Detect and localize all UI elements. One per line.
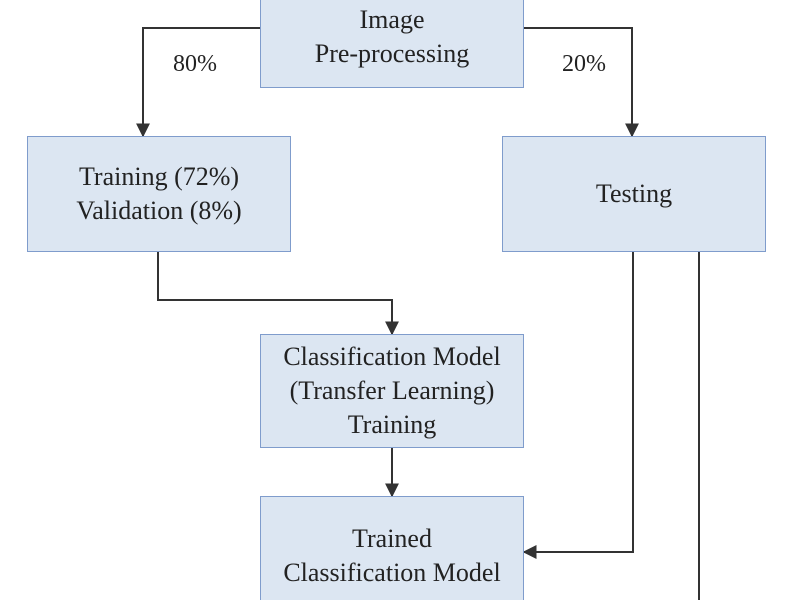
- trained-model-line-1: Trained: [352, 524, 432, 553]
- arrow-preprocessing-to-testing: [524, 27, 639, 138]
- testing-line-1: Testing: [595, 179, 673, 208]
- preprocessing-box: Image Pre-processing: [260, 0, 524, 88]
- preprocessing-line-1: Image: [359, 5, 425, 34]
- classification-training-line-3: Training: [347, 410, 437, 439]
- classification-training-line-1: Classification Model: [283, 342, 501, 371]
- arrow-preprocessing-to-training: [136, 27, 260, 138]
- train-validation-box: Training (72%) Validation (8%): [27, 136, 291, 252]
- train-split-label: 80%: [173, 51, 217, 77]
- trained-model-box: Trained Classification Model: [260, 496, 524, 600]
- train-validation-line-1: Training (72%): [78, 162, 240, 191]
- test-split-label: 20%: [562, 51, 606, 77]
- arrow-testing-to-trained-model: [522, 252, 634, 559]
- classification-training-box: Classification Model (Transfer Learning)…: [260, 334, 524, 448]
- testing-box: Testing: [502, 136, 766, 252]
- preprocessing-line-2: Pre-processing: [314, 39, 470, 68]
- train-validation-line-2: Validation (8%): [76, 196, 242, 225]
- trained-model-line-2: Classification Model: [283, 558, 501, 587]
- classification-training-line-2: (Transfer Learning): [289, 376, 495, 405]
- arrow-training-to-classification: [157, 252, 399, 336]
